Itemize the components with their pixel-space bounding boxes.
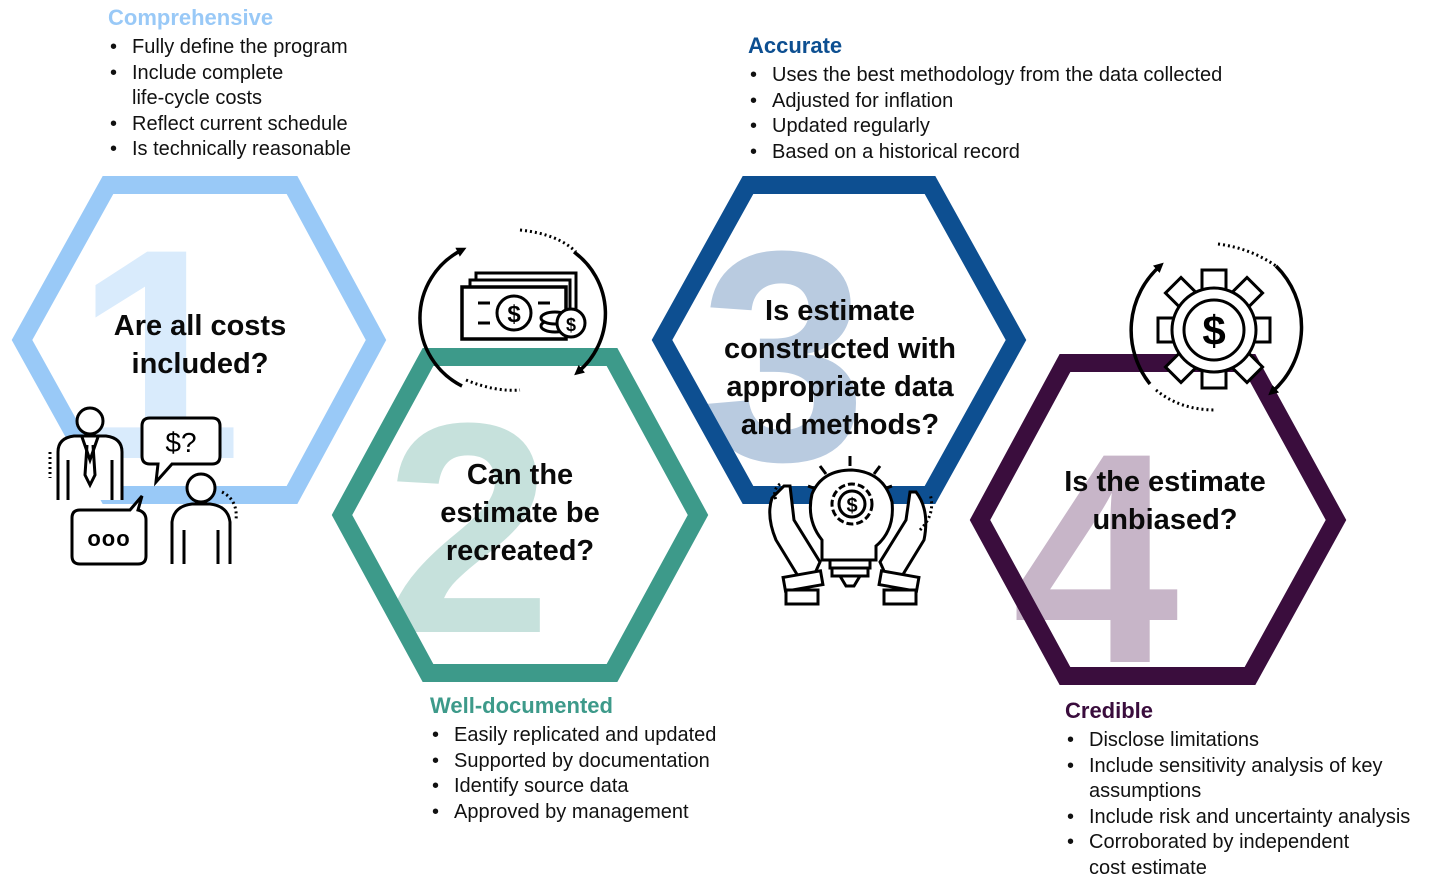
ellipsis-glyph: ooo <box>87 526 130 551</box>
credible-points: Disclose limitations Include sensitivity… <box>1065 728 1440 881</box>
credible-block: Credible Disclose limitations Include se… <box>1065 698 1440 881</box>
list-item: Supported by documentation <box>430 749 790 775</box>
question-4: Is the estimate unbiased? <box>1064 466 1266 536</box>
list-item: Include risk and uncertainty analysis <box>1065 805 1440 831</box>
list-item: Uses the best methodology from the data … <box>748 63 1308 89</box>
gear-center-dollar-glyph: $ <box>1202 307 1225 354</box>
comprehensive-block: Comprehensive Fully define the program I… <box>108 5 408 163</box>
list-item: Include complete life-cycle costs <box>108 61 302 112</box>
well-documented-points: Easily replicated and updated Supported … <box>430 723 790 825</box>
list-item: Based on a historical record <box>748 140 1308 166</box>
hands-lightbulb-dollar-icon: $ <box>768 456 934 606</box>
list-item: Fully define the program <box>108 35 408 61</box>
gear-dollar-glyph: $ <box>846 495 857 517</box>
dollar-glyph: $ <box>507 301 521 328</box>
comprehensive-heading: Comprehensive <box>108 5 274 30</box>
credible-heading: Credible <box>1065 698 1154 723</box>
comprehensive-points: Fully define the program Include complet… <box>108 35 408 163</box>
list-item: Disclose limitations <box>1065 728 1440 754</box>
people-discussing-cost-icon: $? ooo <box>48 406 238 566</box>
dollar-question-glyph: $? <box>165 427 196 458</box>
question-1: Are all costs included? <box>113 310 287 380</box>
accurate-block: Accurate Uses the best methodology from … <box>748 33 1308 165</box>
list-item: Adjusted for inflation <box>748 89 1308 115</box>
well-documented-block: Well-documented Easily replicated and up… <box>430 693 790 825</box>
hexagon-4: 4 <box>969 354 1347 726</box>
list-item: Reflect current schedule <box>108 112 408 138</box>
coin-dollar-glyph: $ <box>566 315 576 335</box>
gear-dollar-cycle-icon: $ <box>1129 242 1304 412</box>
list-item: Easily replicated and updated <box>430 723 790 749</box>
accurate-points: Uses the best methodology from the data … <box>748 63 1308 165</box>
accurate-heading: Accurate <box>748 33 843 58</box>
list-item: Is technically reasonable <box>108 137 408 163</box>
question-3: Is estimate constructed with appropriate… <box>723 295 956 441</box>
list-item: Include sensitivity analysis of key assu… <box>1065 754 1419 805</box>
list-item: Corroborated by independent cost estimat… <box>1065 830 1379 881</box>
well-documented-heading: Well-documented <box>430 693 613 718</box>
list-item: Identify source data <box>430 774 790 800</box>
hexagon-2: 2 <box>331 348 709 696</box>
list-item: Updated regularly <box>748 114 1308 140</box>
question-2: Can the estimate be recreated? <box>440 459 600 567</box>
list-item: Approved by management <box>430 800 790 826</box>
money-cycle-icon: $ $ <box>418 228 608 392</box>
hexagon-3: 3 <box>651 176 1027 524</box>
